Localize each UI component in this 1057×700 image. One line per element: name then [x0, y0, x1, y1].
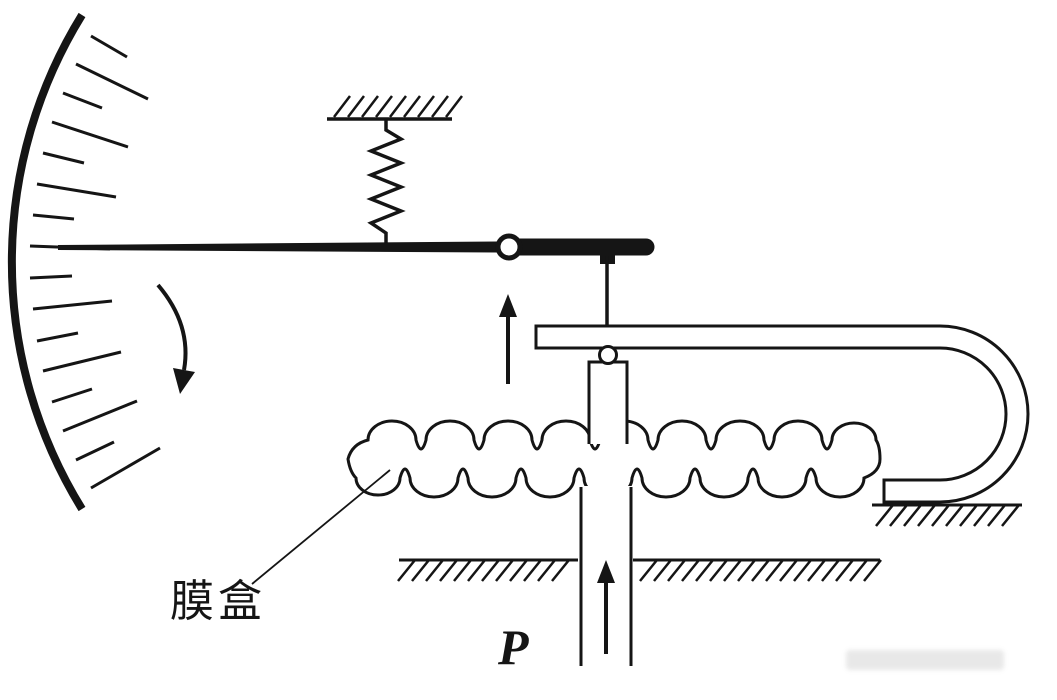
pressure-arrow-icon — [597, 560, 615, 654]
needle-direction-arrow-icon — [156, 283, 195, 394]
pivot-joint — [495, 233, 523, 261]
ground-bottom — [397, 558, 882, 582]
dial-scale — [7, 12, 195, 512]
spring — [366, 119, 406, 246]
lever-frame — [534, 324, 1030, 504]
label-leader-line — [251, 469, 391, 585]
ground-bottom-hatch-right — [639, 559, 882, 582]
dial-ticks — [29, 34, 161, 490]
capsule-bellows — [346, 419, 882, 499]
ground-right — [872, 503, 1022, 527]
capsule-stem — [587, 345, 629, 444]
ground-right-hatch-lines — [875, 504, 1020, 527]
watermark — [846, 650, 1004, 670]
needle-shaft — [58, 241, 497, 253]
ceiling-hatch-lines — [333, 95, 463, 118]
stem-knob — [598, 345, 618, 365]
pressure-label: P — [497, 619, 529, 675]
ground-bottom-hatch-left — [397, 559, 570, 582]
link-rod — [600, 255, 615, 328]
anchor-ceiling — [327, 95, 463, 121]
capsule-label: 膜盒 — [170, 576, 266, 627]
up-arrow-icon — [499, 294, 517, 384]
dial-arc — [7, 12, 86, 512]
pointer-needle — [58, 238, 655, 256]
